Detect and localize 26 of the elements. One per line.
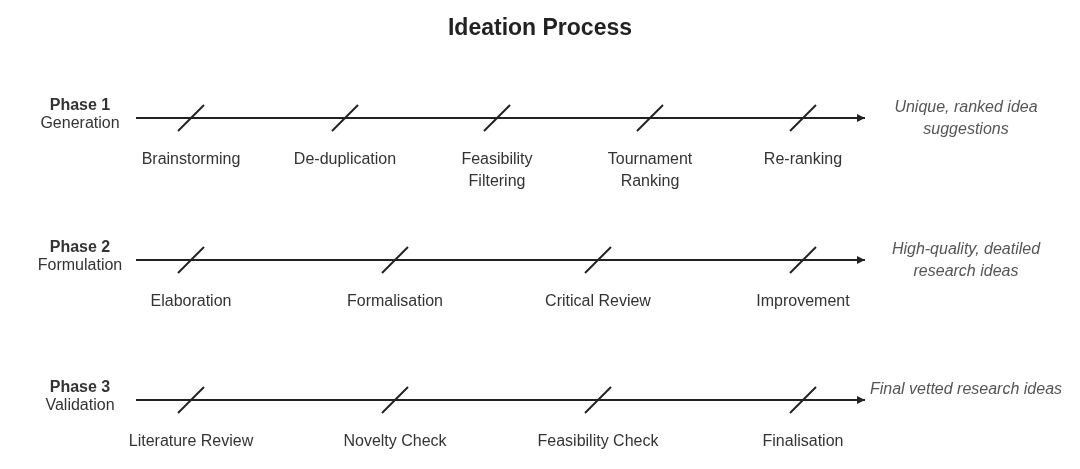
outcome-text: Final vetted research ideas: [868, 378, 1064, 400]
step-label: Tournament Ranking: [606, 149, 694, 191]
step-label: De-duplication: [292, 149, 398, 169]
outcome-text: Unique, ranked idea suggestions: [868, 96, 1064, 140]
step-label: Elaboration: [149, 291, 233, 311]
step-label: Brainstorming: [140, 149, 242, 169]
step-label: Re-ranking: [762, 149, 844, 169]
step-label: Improvement: [755, 291, 851, 311]
phase-heading: Phase 2: [48, 238, 112, 256]
step-label: Literature Review: [127, 431, 255, 451]
step-label: Critical Review: [544, 291, 652, 311]
title: Ideation Process: [446, 14, 634, 41]
timeline-arrow: [135, 396, 866, 404]
step-label: Finalisation: [761, 431, 845, 451]
outcome-text: High-quality, deatiled research ideas: [868, 238, 1064, 282]
phase-heading: Phase 1: [48, 96, 112, 114]
step-label: Feasibility Filtering: [460, 149, 534, 191]
phase-heading: Phase 3: [48, 378, 112, 396]
timeline-arrow: [135, 114, 866, 122]
phase-name: Generation: [39, 114, 121, 132]
timeline-arrow: [135, 256, 866, 264]
step-label: Novelty Check: [342, 431, 448, 451]
phase-name: Validation: [44, 396, 116, 414]
step-label: Formalisation: [346, 291, 444, 311]
phase-name: Formulation: [36, 256, 124, 274]
step-label: Feasibility Check: [536, 431, 660, 451]
